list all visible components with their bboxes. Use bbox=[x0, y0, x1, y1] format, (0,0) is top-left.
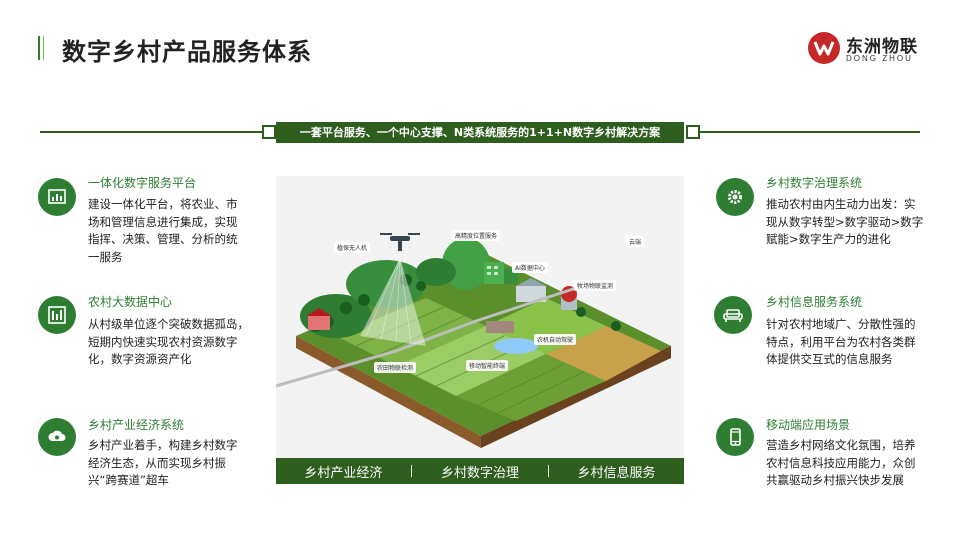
category-industry-economy: 乡村产业经济 bbox=[304, 465, 383, 481]
banner-line-right bbox=[700, 131, 920, 133]
title-accent-bar bbox=[38, 36, 44, 60]
category-digital-governance: 乡村数字治理 bbox=[440, 465, 519, 481]
cloud-settings-icon bbox=[38, 418, 76, 456]
bar-chart-icon bbox=[38, 178, 76, 216]
feature-title: 乡村数字治理系统 bbox=[766, 176, 863, 190]
banner-cap-left bbox=[262, 125, 276, 139]
solution-banner: 一套平台服务、一个中心支撑、N类系统服务的1+1+N数字乡村解决方案 bbox=[276, 122, 684, 143]
category-info-service: 乡村信息服务 bbox=[577, 465, 656, 481]
data-columns-icon bbox=[38, 296, 76, 334]
feature-title: 农村大数据中心 bbox=[88, 295, 173, 309]
mobile-phone-icon bbox=[716, 418, 754, 456]
company-logo: 东洲物联 DONG ZHOU bbox=[808, 32, 928, 68]
village-isometric-scene bbox=[276, 233, 671, 448]
label-mobile-terminal: 移动智能终端 bbox=[466, 360, 509, 371]
label-livestock: 牧场物联监测 bbox=[574, 280, 617, 291]
gear-icon bbox=[716, 178, 754, 216]
feature-desc: 乡村产业着手，构建乡村数字经济生态，从而实现乡村振兴“跨赛道”超车 bbox=[88, 438, 238, 487]
feature-desc: 营造乡村网络文化氛围，培养农村信息科技应用能力，众创共赢驱动乡村振兴快步发展 bbox=[766, 438, 916, 487]
label-positioning: 高精度位置服务 bbox=[452, 230, 501, 241]
feature-desc: 推动农村由内生动力出发：实现从数字转型>数字驱动>数字赋能>数字生产力的进化 bbox=[766, 197, 924, 246]
feature-desc: 针对农村地域广、分散性强的特点，利用平台为农村各类群体提供交互式的信息服务 bbox=[766, 317, 916, 366]
banner-cap-right bbox=[686, 125, 700, 139]
sofa-icon bbox=[714, 296, 752, 334]
feature-title: 乡村产业经济系统 bbox=[88, 418, 185, 432]
logo-text-en: DONG ZHOU bbox=[846, 54, 913, 63]
digital-village-illustration: 植保无人机 高精度位置服务 AI数据中心 云端 牧场物联监测 农机自动驾驶 农田… bbox=[276, 176, 684, 484]
service-categories-bar: 乡村产业经济 乡村数字治理 乡村信息服务 bbox=[276, 458, 684, 484]
logo-text-cn: 东洲物联 bbox=[846, 37, 918, 57]
label-farmland: 农田物联检测 bbox=[374, 362, 417, 373]
label-cloud: 云端 bbox=[626, 236, 645, 247]
label-farm-machine: 农机自动驾驶 bbox=[534, 334, 577, 345]
separator bbox=[547, 465, 549, 477]
label-ai-center: AI数据中心 bbox=[512, 262, 548, 273]
feature-desc: 建设一体化平台，将农业、市场和管理信息进行集成，实现指挥、决策、管理、分析的统一… bbox=[88, 197, 238, 264]
feature-title: 一体化数字服务平台 bbox=[88, 176, 197, 190]
feature-desc: 从村级单位逐个突破数据孤岛，短期内快速实现农村资源数字化，数字资源资产化 bbox=[88, 317, 249, 366]
feature-title: 乡村信息服务系统 bbox=[766, 295, 863, 309]
page-title: 数字乡村产品服务体系 bbox=[62, 38, 312, 66]
banner-line-left bbox=[40, 131, 276, 133]
separator bbox=[411, 465, 413, 477]
label-drone: 植保无人机 bbox=[334, 242, 371, 253]
logo-mark-icon bbox=[808, 32, 840, 64]
feature-title: 移动端应用场景 bbox=[766, 418, 851, 432]
